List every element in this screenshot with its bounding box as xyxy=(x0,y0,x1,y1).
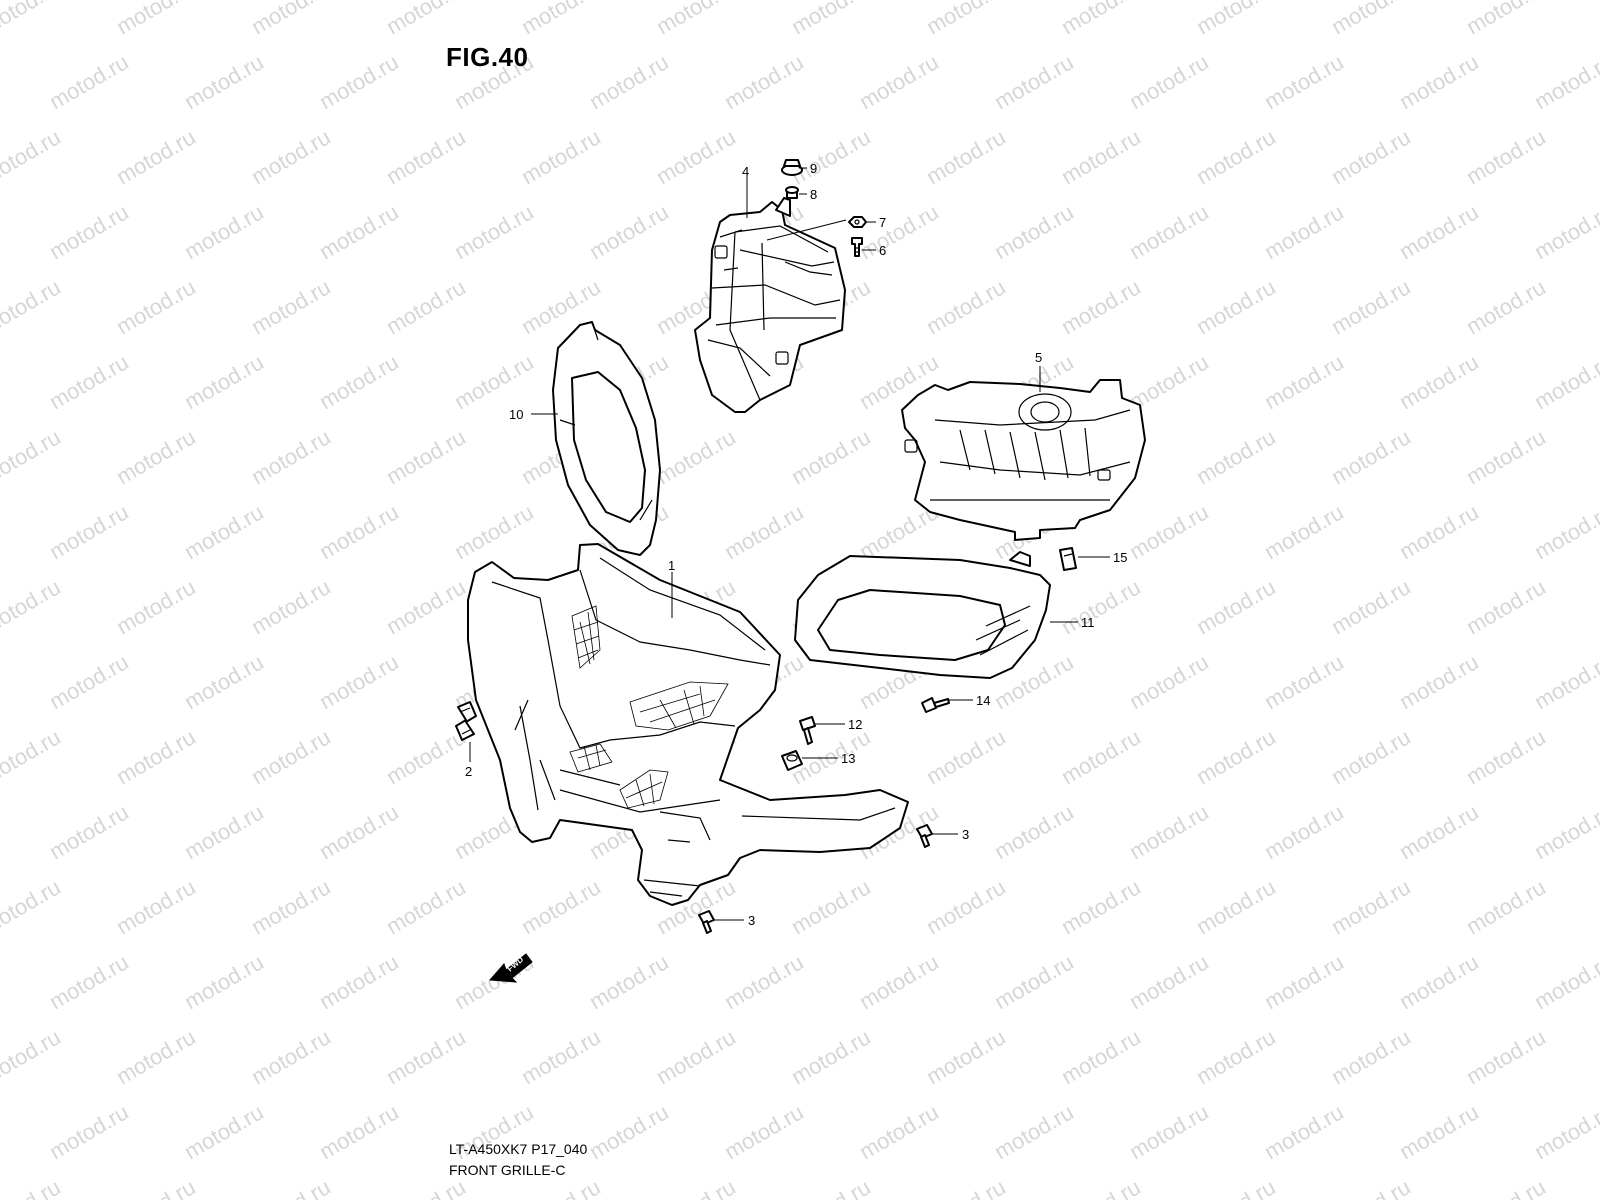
part-7-nut xyxy=(848,216,867,228)
part-3-screw-lower xyxy=(698,910,715,934)
callout-8: 8 xyxy=(810,187,817,202)
callout-3-lower: 3 xyxy=(748,913,755,928)
callouts: 9 8 4 7 6 5 10 1 15 11 14 12 13 2 3 3 xyxy=(465,161,1127,928)
part-8-collar xyxy=(785,186,799,199)
part-12-bolt xyxy=(799,716,816,745)
callout-1: 1 xyxy=(668,558,675,573)
part-4-upper-housing xyxy=(694,197,846,413)
model-code: LT-A450XK7 P17_040 xyxy=(449,1141,588,1157)
diagram-name: FRONT GRILLE-C xyxy=(449,1162,566,1178)
callout-14: 14 xyxy=(976,693,990,708)
part-6-bolt xyxy=(851,237,863,257)
callout-3-upper: 3 xyxy=(962,827,969,842)
callout-15: 15 xyxy=(1113,550,1127,565)
leader-lines xyxy=(469,167,1110,921)
part-3-screw-upper xyxy=(916,824,933,848)
part-11-headlight-rim-right xyxy=(794,551,1051,679)
callout-6: 6 xyxy=(879,243,886,258)
callout-4: 4 xyxy=(742,164,749,179)
callout-13: 13 xyxy=(841,751,855,766)
callout-11: 11 xyxy=(1081,615,1095,630)
callout-7: 7 xyxy=(879,215,886,230)
part-15-clip xyxy=(1059,547,1077,571)
callout-12: 12 xyxy=(848,717,862,732)
part-10-headlight-rim-left xyxy=(552,321,661,556)
callout-2: 2 xyxy=(465,764,472,779)
part-9-grommet xyxy=(781,159,803,176)
part-13-grommet xyxy=(781,750,803,771)
part-1-front-grille xyxy=(467,543,909,906)
part-5-lower-housing xyxy=(901,379,1146,541)
figure-title: FIG.40 xyxy=(446,42,529,72)
callout-5: 5 xyxy=(1035,350,1042,365)
fwd-arrow-icon: FWD xyxy=(488,953,533,983)
part-2-emblem xyxy=(455,701,477,741)
part-14-screw xyxy=(921,697,950,713)
callout-10: 10 xyxy=(509,407,523,422)
callout-9: 9 xyxy=(810,161,817,176)
